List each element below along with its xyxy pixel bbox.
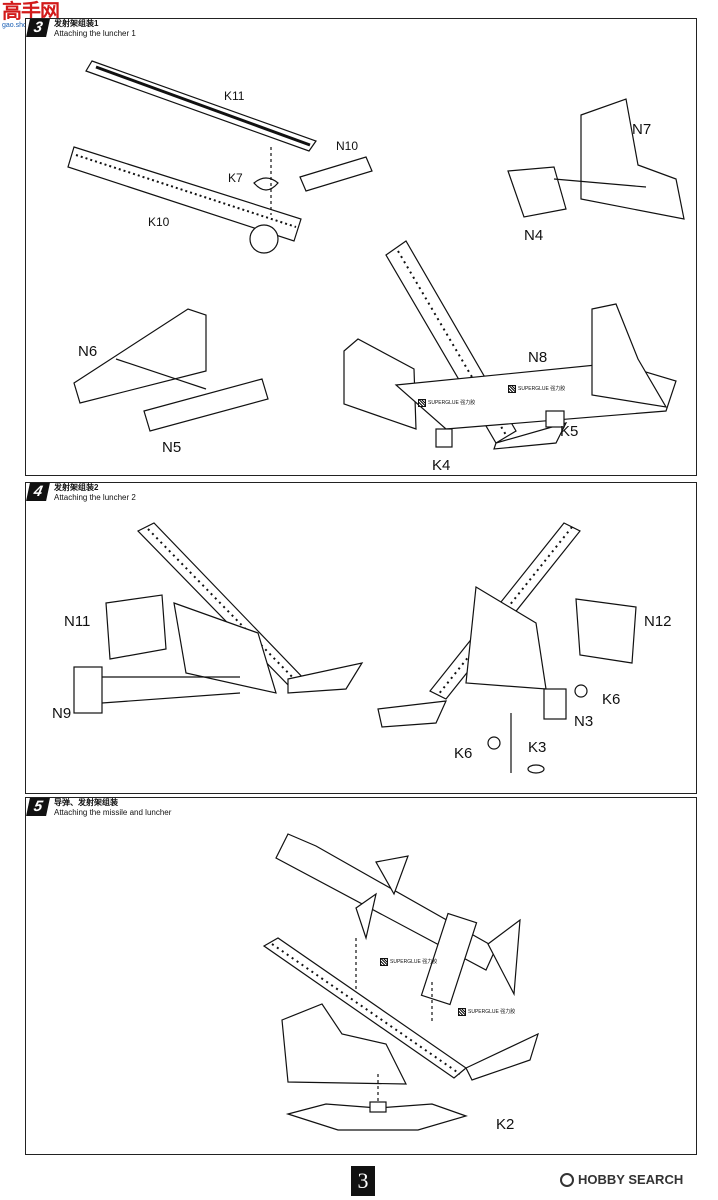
label-n3: N3 xyxy=(574,713,594,730)
superglue-note: SUPERGLUE 强力胶 xyxy=(418,399,475,407)
glue-icon xyxy=(380,958,388,966)
label-k10: K10 xyxy=(148,215,170,229)
glue-text-en: SUPERGLUE xyxy=(390,959,421,965)
step-3-header: 3 发射架组装1 Attaching the luncher 1 xyxy=(26,19,136,41)
hobby-search-logo-icon xyxy=(560,1172,574,1187)
step-5-title-en: Attaching the missile and luncher xyxy=(54,808,172,817)
step-3-title-en: Attaching the luncher 1 xyxy=(54,29,136,38)
superglue-note: SUPERGLUE 强力胶 xyxy=(380,958,437,966)
step-3-title-cn: 发射架组装1 xyxy=(54,19,99,28)
superglue-note: SUPERGLUE 强力胶 xyxy=(508,385,565,393)
label-n7: N7 xyxy=(632,121,652,138)
logo-text: 高手网 xyxy=(2,1,60,23)
step-4-illustration xyxy=(73,522,637,774)
step-3-panel: 3 发射架组装1 Attaching the luncher 1 xyxy=(25,18,697,476)
label-k6-right: K6 xyxy=(602,691,621,708)
label-n5: N5 xyxy=(162,439,182,456)
page-number: 3 xyxy=(351,1166,375,1196)
step-5-panel: 5 导弹、发射架组装 Attaching the missile and lun… xyxy=(25,797,697,1155)
watermark-text: HOBBY SEARCH xyxy=(578,1172,684,1187)
label-n4: N4 xyxy=(524,227,544,244)
glue-text-cn: 强力胶 xyxy=(550,386,566,392)
label-n11: N11 xyxy=(64,613,91,630)
superglue-note: SUPERGLUE 强力胶 xyxy=(458,1008,515,1016)
label-k2: K2 xyxy=(496,1116,515,1133)
step-5-header: 5 导弹、发射架组装 Attaching the missile and lun… xyxy=(26,798,171,820)
site-logo: 高手网 gao.shou.com xyxy=(2,2,68,32)
step-4-header: 4 发射架组装2 Attaching the luncher 2 xyxy=(26,483,136,505)
step-5-illustration xyxy=(262,833,539,1131)
glue-text-cn: 强力胶 xyxy=(422,959,438,965)
step-4-panel: 4 发射架组装2 Attaching the luncher 2 xyxy=(25,482,697,794)
label-k4: K4 xyxy=(432,457,451,474)
step-3-illustration xyxy=(67,60,685,450)
label-n9: N9 xyxy=(52,705,72,722)
label-k6-left: K6 xyxy=(454,745,473,762)
label-k7: K7 xyxy=(228,171,243,185)
label-k3: K3 xyxy=(528,739,547,756)
label-k11: K11 xyxy=(224,89,245,103)
glue-icon xyxy=(458,1008,466,1016)
step-4-title-cn: 发射架组装2 xyxy=(54,483,99,492)
label-n8: N8 xyxy=(528,349,548,366)
label-n10: N10 xyxy=(336,139,359,153)
step-5-title-cn: 导弹、发射架组装 xyxy=(54,798,118,807)
glue-icon xyxy=(508,385,516,393)
hobby-search-watermark: HOBBY SEARCH xyxy=(560,1172,683,1187)
glue-text-cn: 强力胶 xyxy=(500,1009,516,1015)
step-4-title-en: Attaching the luncher 2 xyxy=(54,493,136,502)
glue-icon xyxy=(418,399,426,407)
glue-text-en: SUPERGLUE xyxy=(468,1009,499,1015)
glue-text-en: SUPERGLUE xyxy=(518,386,549,392)
label-n6: N6 xyxy=(78,343,98,360)
label-n12: N12 xyxy=(644,613,672,630)
glue-text-en: SUPERGLUE xyxy=(428,400,459,406)
glue-text-cn: 强力胶 xyxy=(460,400,476,406)
logo-url: gao.shou.com xyxy=(2,22,46,29)
label-k5: K5 xyxy=(560,423,579,440)
